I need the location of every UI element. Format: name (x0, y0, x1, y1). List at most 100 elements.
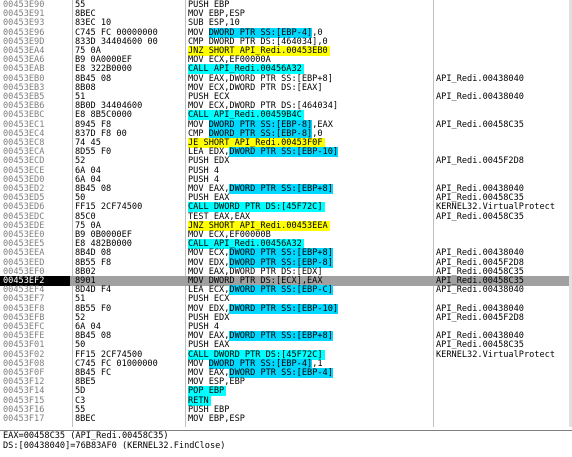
instruction-row[interactable]: 00453ED6 FF15 2CF74500 CALL DWORD PTR DS:[… (0, 202, 572, 213)
instruction-disassembly: CALL API_Redi.00456A32 (188, 239, 304, 250)
instruction-disassembly: PUSH EAX (188, 340, 230, 351)
memory-operand: DWORD PTR SS:[EBP-4] (208, 27, 313, 38)
instruction-address: 00453ED2 (3, 184, 45, 194)
instruction-disassembly: JNZ SHORT API_Redi.00453EB0 (188, 46, 330, 56)
memory-operand: DWORD PTR SS:[EBP-8] (229, 257, 333, 268)
instruction-hex: 51 (75, 294, 86, 305)
instruction-address: 00453EF2 (0, 276, 70, 286)
instruction-comment: KERNEL32.VirtualProtect (436, 349, 555, 360)
instruction-hex: 6A 04 (75, 322, 101, 332)
instruction-address: 00453EAB (3, 64, 45, 75)
instruction-row[interactable]: 00453EFC 6A 04 PUSH 4 (0, 322, 572, 332)
memory-operand: DWORD PTR SS:[EBP+8] (229, 248, 333, 259)
instruction-disassembly: MOV DWORD PTR SS:[EBP-4],0 (188, 27, 323, 38)
instruction-disassembly: PUSH EDX (188, 156, 230, 167)
instruction-address: 00453E90 (3, 0, 45, 10)
instruction-address: 00453ECE (3, 165, 45, 176)
instruction-disassembly: PUSH 4 (188, 174, 220, 185)
instruction-hex: FF15 2CF74500 (75, 202, 143, 213)
instruction-disassembly: LEA EDX,DWORD PTR SS:[EBP-10] (188, 147, 339, 158)
instruction-address: 00453EDE (3, 220, 45, 231)
instruction-address: 00453E96 (3, 27, 45, 38)
instruction-hex: 50 (75, 340, 86, 351)
instruction-disassembly: PUSH EBP (188, 0, 230, 10)
instruction-address: 00453EDC (3, 211, 45, 222)
instruction-disassembly: TEST EAX,EAX (188, 211, 251, 222)
instruction-comment: API_Redi.00458C35 (436, 211, 524, 222)
instruction-hex: 8B55 F8 (75, 257, 112, 268)
instruction-disassembly: MOV EBP,ESP (188, 9, 245, 20)
info-line-memory: DS:[00438040]=76B83AF0 (KERNEL32.FindClo… (3, 441, 226, 451)
instruction-address: 00453EF0 (3, 266, 45, 277)
instruction-disassembly: CALL DWORD PTR DS:[45F72C] (188, 202, 325, 213)
column-divider (433, 0, 434, 427)
instruction-hex: C745 FC 00000000 (75, 27, 158, 38)
vertical-scrollbar[interactable] (569, 0, 572, 427)
instruction-disassembly: MOV EDX,DWORD PTR SS:[EBP-10] (188, 303, 339, 314)
instruction-disassembly: MOV EAX,DWORD PTR SS:[EBP+8] (188, 184, 333, 194)
instruction-address: 00453EFC (3, 322, 45, 332)
instruction-address: 00453EBC (3, 110, 45, 121)
instruction-comment (436, 414, 572, 424)
instruction-comment: API_Redi.00438040 (436, 303, 524, 314)
instruction-address: 00453EFB (3, 312, 45, 323)
instruction-address: 00453EEA (3, 248, 45, 259)
instruction-disassembly: PUSH 4 (188, 322, 220, 332)
instruction-hex: 83EC 10 (75, 18, 112, 29)
instruction-address: 00453F14 (3, 386, 45, 397)
instruction-address: 00453E93 (3, 18, 45, 29)
instruction-address: 00453ED6 (3, 202, 45, 213)
instruction-row[interactable]: 00453E96 C745 FC 00000000 MOV DWORD PTR SS… (0, 27, 572, 38)
instruction-comment: API_Redi.00438040 (436, 184, 524, 194)
instruction-disassembly: RETN (188, 395, 211, 406)
instruction-disassembly: MOV EDX,DWORD PTR SS:[EBP-8] (188, 257, 333, 268)
instruction-address: 00453EB0 (3, 73, 45, 84)
instruction-comment: API_Redi.00458C35 (436, 193, 524, 204)
instruction-disassembly: JE SHORT API_Redi.00453F0F (188, 138, 325, 148)
